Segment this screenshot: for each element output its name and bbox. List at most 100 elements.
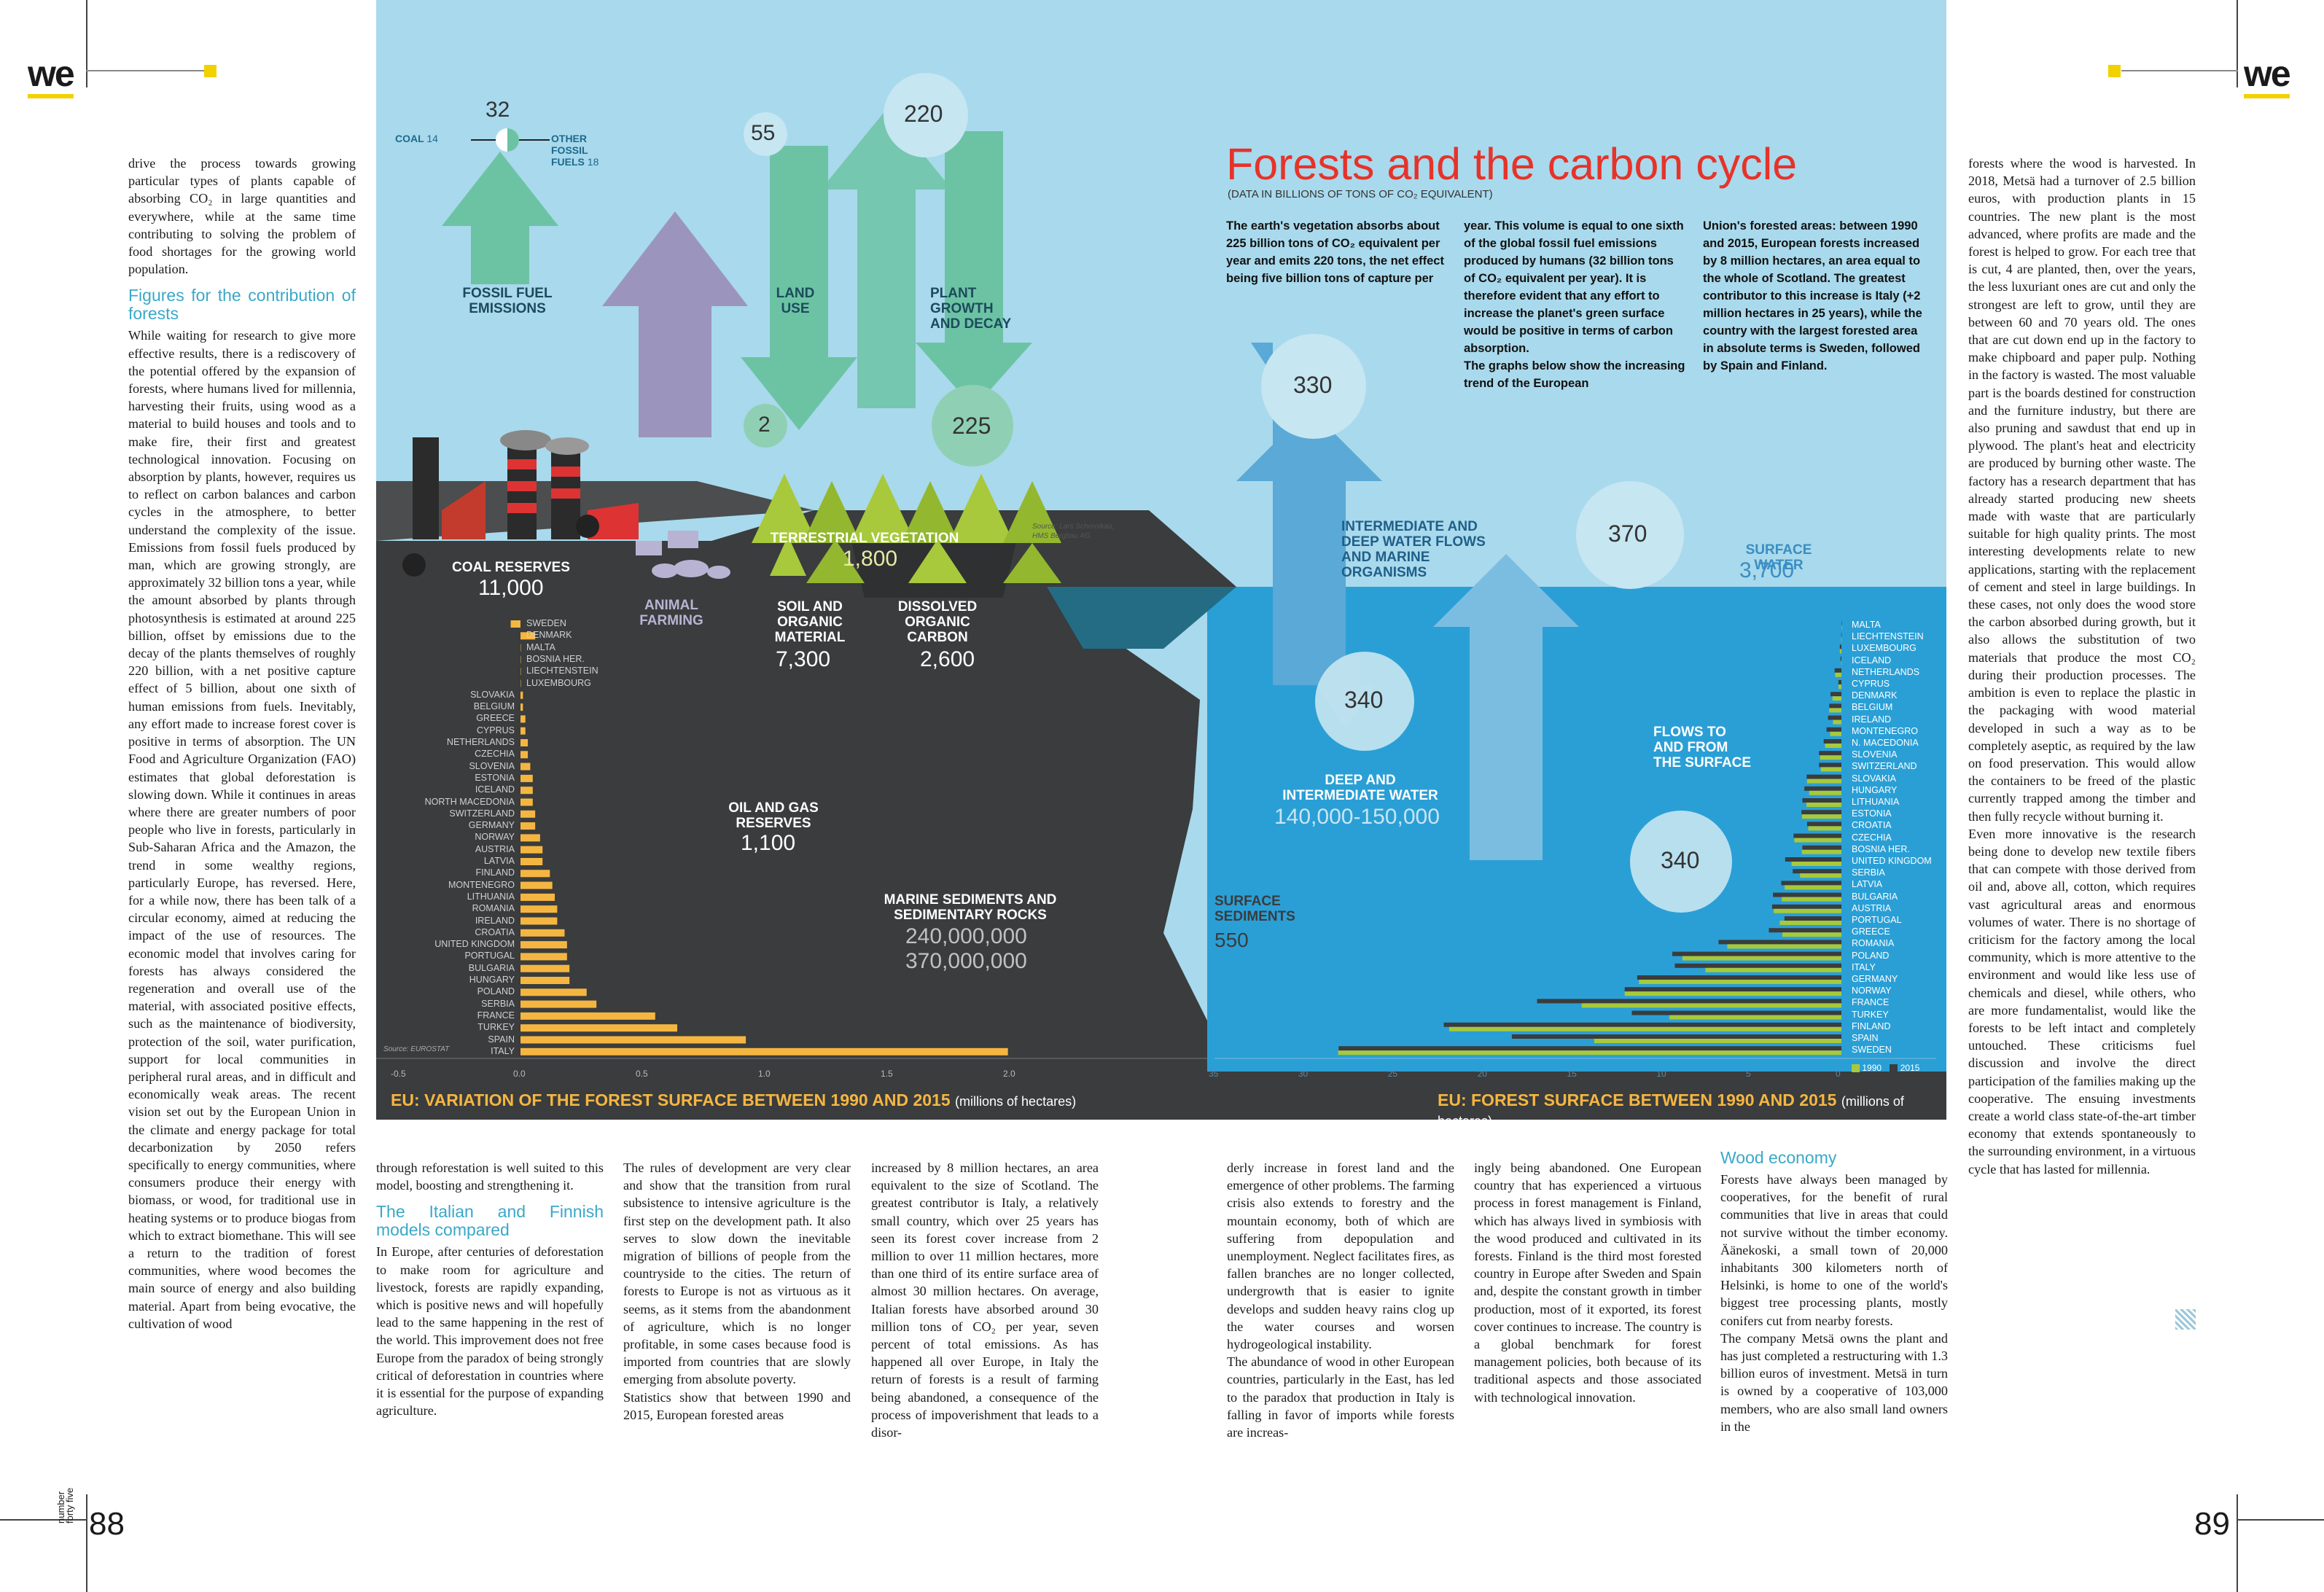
bar-2015 [1672, 951, 1841, 956]
category-label: NORTH MACEDONIA [424, 796, 515, 807]
flows-label: FLOWS TO AND FROM THE SURFACE [1653, 725, 1752, 770]
bar-1990 [1841, 625, 1842, 630]
bar-2015 [1806, 774, 1841, 779]
bottom-column-4: derly increase in forest land and the em… [1227, 1159, 1454, 1441]
value-370: 370 [1608, 520, 1648, 547]
other-fossil-value: 18 [587, 156, 599, 168]
bar [520, 1000, 597, 1008]
ground [376, 510, 1236, 1072]
brand-logo-right: we [2244, 52, 2291, 98]
category-label: LITHUANIA [467, 891, 515, 902]
paragraph: through reforestation is well suited to … [376, 1160, 604, 1193]
category-label: ESTONIA [1852, 808, 1892, 819]
left-chart-unit: (millions of hectares) [955, 1094, 1077, 1109]
bar-2015 [1537, 999, 1841, 1004]
crop-line-bottom-right-v [2237, 1494, 2238, 1592]
infographic-title: Forests and the carbon cycle [1226, 139, 1798, 189]
bar-1990 [1841, 637, 1842, 642]
bar-2015 [1838, 680, 1841, 684]
land-use-down-arrow [741, 146, 857, 430]
bar-2015 [1806, 822, 1841, 827]
bottom-column-5: ingly being abandoned. One European coun… [1474, 1159, 1701, 1406]
bar [510, 620, 520, 628]
category-label: LUXEMBOURG [1852, 643, 1916, 654]
category-label: SPAIN [488, 1034, 515, 1045]
paragraph: The abundance of wood in other European … [1227, 1354, 1454, 1440]
soil-value: 7,300 [776, 647, 831, 671]
bar [520, 655, 521, 663]
bar-1990 [1794, 838, 1841, 843]
bar-2015 [1793, 869, 1841, 874]
tick-label: 35 [1209, 1069, 1219, 1079]
bar-1990 [1782, 897, 1841, 902]
bar [520, 679, 521, 687]
intro-text: The graphs below show the increasing tre… [1464, 359, 1685, 390]
bar-2015 [1834, 668, 1841, 673]
flows-up-arrow [1433, 554, 1579, 860]
right-chart-title: EU: FOREST SURFACE BETWEEN 1990 AND 2015… [1438, 1090, 1946, 1120]
category-label: FRANCE [477, 1010, 515, 1021]
coal-label: COAL 14 [395, 133, 438, 144]
oil-gas-label: OIL AND GAS RESERVES [728, 800, 819, 831]
paragraph: The company Metsä owns the plant and has… [1720, 1330, 1948, 1434]
value-340-right: 340 [1661, 847, 1700, 873]
coal-value: 14 [426, 133, 438, 144]
paragraph: In Europe, after centuries of deforestat… [376, 1244, 604, 1419]
bar-2015 [1802, 845, 1841, 850]
circle-55 [744, 112, 787, 156]
eurostat-source: Source: EUROSTAT [383, 1045, 450, 1053]
terrestrial-value: 1,800 [843, 547, 898, 571]
bar-2015 [1785, 857, 1841, 862]
bar-1990 [1785, 885, 1841, 890]
bar-1990 [1839, 649, 1841, 654]
bottom-column-6: Wood economy Forests have always been ma… [1720, 1149, 1948, 1435]
bar-2015 [1841, 621, 1842, 625]
circle-370 [1576, 481, 1684, 589]
circle-220 [884, 73, 968, 157]
paragraph: forests where the wood is harvested. In … [1968, 156, 2196, 824]
category-label: UNITED KINGDOM [434, 939, 515, 950]
tick-label: 5 [1746, 1069, 1751, 1079]
paragraph: Statistics show that between 1990 and 20… [623, 1389, 851, 1422]
bar [520, 822, 536, 830]
bar [520, 774, 533, 782]
paragraph: ingly being abandoned. One European coun… [1474, 1160, 1701, 1405]
category-label: CZECHIA [1852, 832, 1892, 843]
bar [520, 964, 570, 972]
bar-1990 [1624, 991, 1841, 996]
legend-1990: 1990 [1862, 1063, 1882, 1073]
category-label: GERMANY [1852, 974, 1898, 984]
carbon-cycle-infographic: Forests and the carbon cycle (DATA IN BI… [376, 0, 1946, 1120]
bar-2015 [1718, 940, 1841, 945]
yellow-square-right [2108, 65, 2121, 77]
category-label: FRANCE [1852, 997, 1890, 1008]
bar [520, 703, 523, 711]
category-label: CROATIA [1852, 820, 1892, 831]
tick-label: 0 [1836, 1069, 1841, 1079]
bar-1990 [1838, 684, 1841, 689]
category-label: MALTA [526, 641, 555, 652]
bar [520, 644, 521, 652]
tree-icons [752, 474, 1061, 583]
crop-line-left-h [86, 70, 204, 71]
land-use-label: LAND USE [776, 286, 815, 316]
bar [520, 762, 531, 770]
other-fossil-text: OTHER FOSSIL FUELS [551, 133, 588, 168]
dissolved-carbon-zone [1047, 587, 1236, 649]
category-label: NETHERLANDS [446, 737, 515, 747]
category-label: CYPRUS [1852, 679, 1890, 689]
crop-line-bottom-right [2237, 1519, 2324, 1521]
bar-1990 [1835, 672, 1841, 677]
category-label: FINLAND [475, 867, 515, 878]
bar-2015 [1793, 833, 1841, 838]
category-label: MONTENEGRO [1852, 725, 1918, 736]
paragraph: derly increase in forest land and the em… [1227, 1160, 1454, 1352]
circle-340-right [1630, 811, 1732, 913]
paragraph: increased by 8 million hectares, an area… [871, 1160, 1099, 1440]
category-label: MALTA [1852, 620, 1881, 630]
category-label: CZECHIA [475, 749, 515, 760]
bar-1990 [1830, 731, 1841, 736]
category-label: LIECHTENSTEIN [1852, 631, 1924, 642]
bar [520, 1036, 746, 1044]
coal-text: COAL [395, 133, 424, 144]
